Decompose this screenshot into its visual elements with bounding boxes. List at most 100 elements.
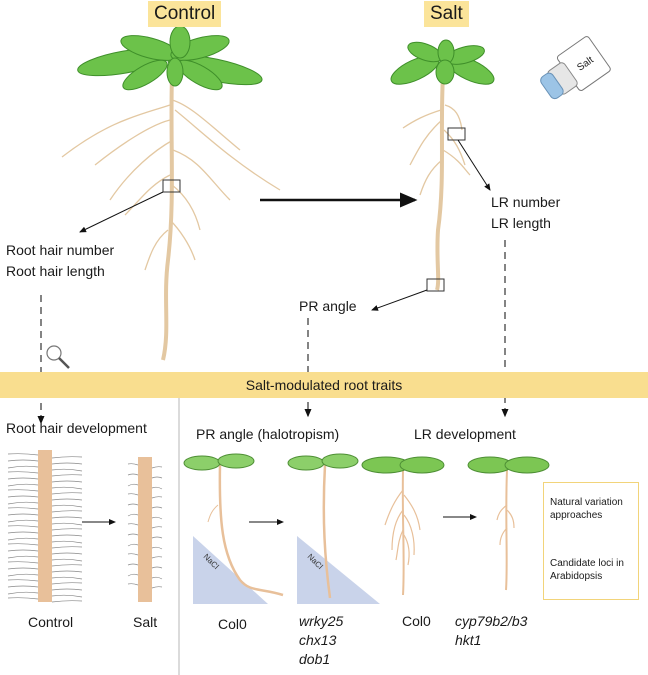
root-hair — [7, 495, 39, 498]
root-hair — [51, 534, 83, 537]
root-hair — [7, 519, 39, 523]
root-hair — [127, 473, 139, 476]
root-hair — [51, 540, 83, 544]
root-hair — [127, 543, 139, 547]
natural-variation-line-2: approaches — [550, 510, 603, 521]
root-hair — [127, 563, 139, 566]
root-hair — [127, 463, 139, 466]
magnifier-icon — [46, 345, 70, 369]
root-hair — [127, 523, 139, 526]
root-hair — [51, 486, 83, 490]
salt-rosette — [390, 39, 495, 85]
root-hair — [127, 503, 139, 506]
pr-mutant-wrky25: wrky25 — [299, 613, 344, 629]
root-hair — [7, 453, 39, 456]
root-hair — [7, 531, 39, 534]
root-hair — [7, 507, 39, 510]
control-header: Control — [148, 1, 222, 27]
root-hair-salt-label: Salt — [133, 614, 158, 630]
candidate-loci-line-1: Candidate loci in — [550, 558, 624, 569]
root-hair — [51, 558, 83, 562]
root-hair — [127, 553, 139, 556]
pr-mutant-illustration — [287, 453, 380, 604]
root-hair — [7, 543, 39, 546]
root-hair — [7, 555, 39, 559]
lr-wt-label: Col0 — [402, 613, 431, 629]
root-hair — [7, 567, 39, 570]
root-hair — [51, 516, 83, 519]
root-hair — [51, 480, 83, 483]
root-hair — [51, 564, 83, 567]
root-hair — [151, 486, 163, 490]
root-hair — [7, 573, 39, 577]
root-hair — [151, 476, 163, 479]
root-hair — [51, 528, 83, 531]
root-hair — [127, 493, 139, 496]
natural-variation-line-1: Natural variation — [550, 497, 623, 508]
root-hair — [51, 504, 83, 508]
lr-panel-title: LR development — [414, 426, 516, 442]
trait-lr-length: LR length — [491, 215, 551, 231]
lr-col0-illustration — [361, 456, 445, 596]
root-hair — [7, 483, 39, 487]
root-hair — [7, 513, 39, 516]
root-hair-panel-title: Root hair development — [6, 420, 147, 436]
pr-mutant-chx13: chx13 — [299, 632, 337, 648]
root-hair — [151, 566, 163, 569]
root-hair — [127, 573, 139, 577]
root-hair — [7, 501, 39, 505]
root-hair-control-label: Control — [28, 614, 74, 630]
root-hair — [51, 498, 83, 501]
root-hair — [7, 525, 39, 528]
lr-pointer — [457, 139, 491, 191]
root-hair — [51, 570, 83, 573]
root-hair — [151, 496, 163, 499]
root-hair — [151, 506, 163, 509]
salt-header: Salt — [424, 1, 469, 27]
root-hair — [51, 582, 83, 585]
natural-variation-bottom: Candidate loci in Arabidopsis — [550, 557, 640, 583]
root-hair-pointer — [79, 191, 164, 233]
root-hair — [51, 522, 83, 526]
root-hair — [51, 546, 83, 549]
trait-lr-number: LR number — [491, 194, 561, 210]
root-hair — [7, 477, 39, 480]
pr-col0-illustration — [183, 453, 284, 604]
pr-wt-label: Col0 — [218, 616, 247, 632]
lr-mutant-hkt1: hkt1 — [455, 632, 482, 648]
candidate-loci-line-2: Arabidopsis — [550, 571, 603, 582]
root-hair — [51, 492, 83, 495]
root-hair — [51, 552, 83, 555]
root-hair — [7, 585, 39, 588]
salt-roots — [402, 74, 471, 291]
root-hair — [127, 483, 139, 487]
root-hair — [51, 462, 83, 465]
root-hair — [7, 549, 39, 552]
root-hair — [7, 465, 39, 469]
root-hair — [51, 456, 83, 459]
root-hair — [151, 586, 163, 589]
salt-plant — [390, 39, 495, 292]
root-hair — [151, 526, 163, 529]
natural-variation-box: Natural variation approaches Candidate l… — [543, 482, 639, 600]
lr-mutant-cyp79b2-b3: cyp79b2/b3 — [455, 613, 528, 629]
root-hair-control-illustration — [7, 450, 83, 603]
natural-variation-top: Natural variation approaches — [550, 496, 640, 522]
root-hair — [7, 579, 39, 582]
root-hair — [7, 591, 39, 595]
pr-pointer — [371, 289, 428, 311]
root-hair — [127, 533, 139, 536]
root-hair — [51, 600, 83, 603]
root-hair — [51, 594, 83, 598]
salt-shaker-icon: Salt — [540, 36, 611, 100]
trait-root-hair-length: Root hair length — [6, 263, 105, 279]
trait-root-hair-number: Root hair number — [6, 242, 115, 258]
pr-angle-panel-title: PR angle (halotropism) — [196, 426, 340, 442]
root-hair — [151, 556, 163, 559]
root-hair — [51, 468, 83, 472]
root-hair — [151, 546, 163, 550]
root-hair — [7, 471, 39, 474]
root-hair — [151, 466, 163, 469]
pr-mutant-dob1: dob1 — [299, 651, 331, 667]
